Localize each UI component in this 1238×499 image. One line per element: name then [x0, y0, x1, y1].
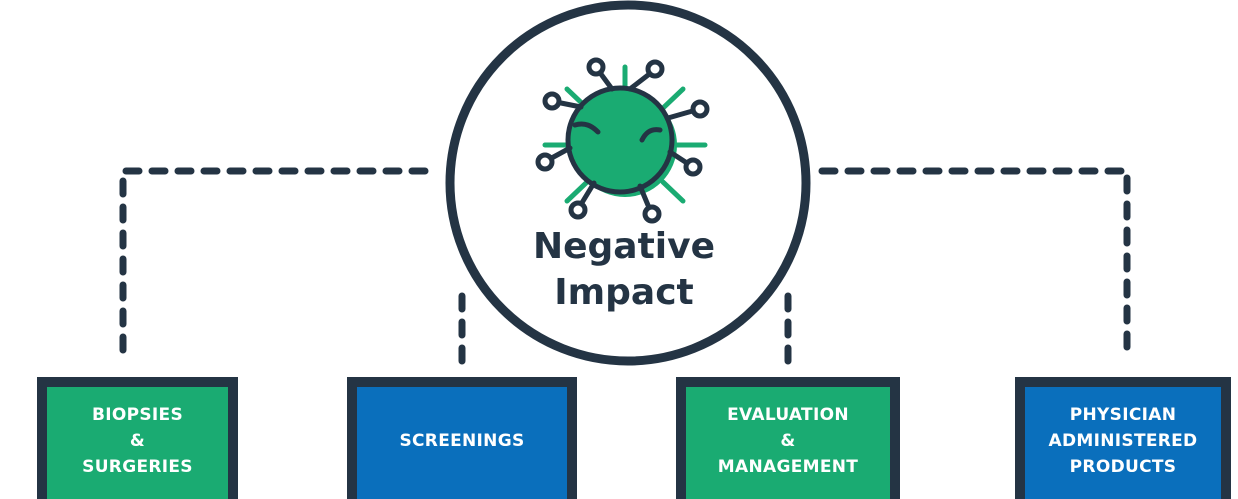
box-physician-administered-products: PHYSICIAN ADMINISTERED PRODUCTS: [1015, 377, 1231, 499]
box-label-line: BIOPSIES: [91, 405, 184, 425]
virus-icon: [535, 57, 710, 224]
box-evaluation-management: EVALUATION & MANAGEMENT: [676, 377, 900, 499]
connector-left: [119, 167, 442, 354]
box-label-line: PRODUCTS: [1069, 457, 1177, 477]
box-screenings: SCREENINGS: [347, 377, 577, 499]
box-label-line: SURGERIES: [82, 457, 193, 477]
connector-right: [818, 167, 1131, 354]
box-label-line: MANAGEMENT: [717, 457, 859, 477]
center-title-line2: Impact: [554, 272, 694, 313]
box-label-line: &: [780, 431, 796, 451]
box-label-line: PHYSICIAN: [1069, 405, 1177, 425]
center-title-line1: Negative: [533, 226, 715, 267]
box-label-line: ADMINISTERED: [1048, 431, 1198, 451]
box-label-line: EVALUATION: [727, 405, 849, 425]
box-label-line: SCREENINGS: [399, 431, 525, 451]
box-label-line: &: [129, 431, 146, 451]
box-biopsies-surgeries: BIOPSIES & SURGERIES: [37, 377, 238, 499]
